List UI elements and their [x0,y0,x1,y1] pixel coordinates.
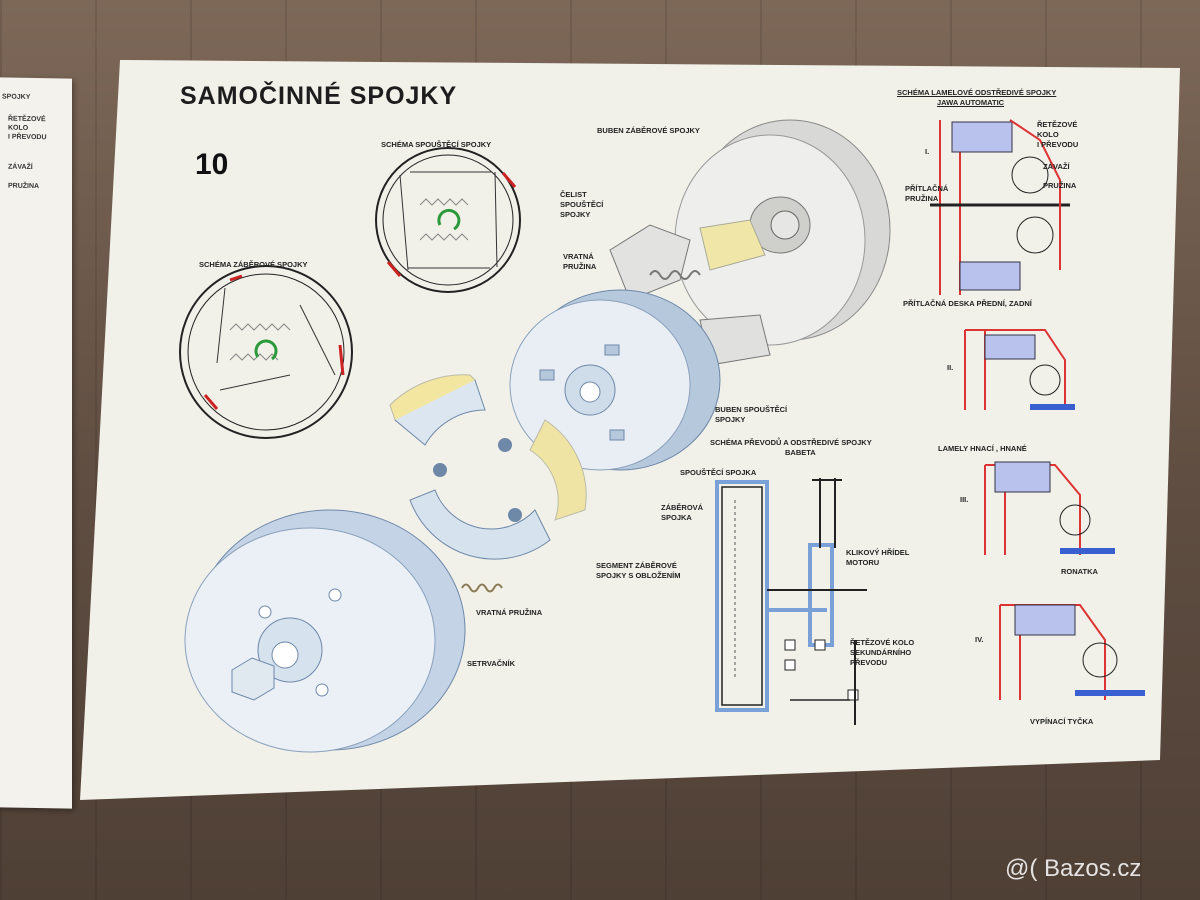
engagement-clutch-schematic [179,265,353,439]
flywheel [184,509,466,753]
label-vratna: PRUŽINA [563,262,597,271]
label-retezove: SEKUNDÁRNÍHO [850,648,912,657]
label-pritlacna: PŘÍTLAČNÁ [905,184,949,193]
label-celist: ČELIST [560,190,587,199]
label-lamelove-jawa: JAWA AUTOMATIC [937,98,1005,107]
label-schema-zaberove: SCHÉMA ZÁBĚROVÉ SPOJKY [199,260,308,269]
jawa-stage-2 [964,329,1075,410]
engagement-drum [674,119,891,346]
label-stage-1: I. [925,147,930,156]
jawa-stage-4 [999,604,1145,700]
label-celist: SPOJKY [560,210,591,219]
label-retezove-kolo: ŘETĚZOVÉ [1037,120,1078,129]
label-retezove-kolo: I PŘEVODU [1037,140,1079,149]
label-spousteci-spojka: SPOUŠTĚCÍ SPOJKA [680,468,757,477]
label-stage-2: II. [947,363,954,372]
label-stage-3: III. [960,495,969,504]
poster-title: SAMOČINNÉ SPOJKY [180,82,458,110]
label-segment: SEGMENT ZÁBĚROVÉ [596,561,677,570]
bazos-watermark: @( Bazos.cz [1005,855,1142,882]
babeta-transmission-schematic [715,478,867,725]
poster-number: 10 [195,148,229,181]
label-schema-spousteci: SCHÉMA SPOUŠTĚCÍ SPOJKY [381,140,492,149]
label-klikovy: KLIKOVÝ HŘÍDEL [846,548,910,557]
label-pruzina: PRUŽINA [1043,181,1077,190]
starter-clutch-schematic [375,147,521,293]
label-zaberova: ZÁBĚROVÁ [661,503,704,512]
label-lamely: LAMELY HNACÍ , HNANÉ [938,444,1027,453]
label-ronatka: RONATKA [1061,567,1098,576]
label-klikovy: MOTORU [846,558,880,567]
label-retezove-kolo: KOLO [1037,130,1059,139]
clutch-segments [389,374,587,560]
starter-shoes [609,219,771,366]
return-spring-lower [461,583,503,593]
label-retezove: ŘETĚZOVÉ KOLO [850,638,915,647]
label-vratna: VRATNÁ [563,252,594,261]
label-buben-zaberove: BUBEN ZÁBĚROVÉ SPOJKY [597,126,700,135]
return-spring-upper [649,270,701,280]
label-schema-prevodu: SCHÉMA PŘEVODŮ A ODSTŘEDIVÉ SPOJKY [710,438,872,447]
label-zavazi: ZÁVAŽÍ [1043,162,1070,171]
label-retezove: PŘEVODU [850,658,888,667]
label-schema-prevodu-babeta: BABETA [785,448,816,457]
jawa-stage-3 [984,461,1115,555]
label-vratna-pruzina: VRATNÁ PRUŽINA [476,608,543,617]
label-segment: SPOJKY S OBLOŽENÍM [596,571,681,580]
label-zaberova: SPOJKA [661,513,692,522]
label-vypinaci: VYPÍNACÍ TYČKA [1030,717,1094,726]
label-stage-4: IV. [975,635,984,644]
jawa-stage-1 [930,119,1070,295]
label-celist: SPOUŠTĚCÍ [560,200,604,209]
label-pritlacna-deska: PŘÍTLAČNÁ DESKA PŘEDNÍ, ZADNÍ [903,299,1032,308]
label-setrvacnik: SETRVAČNÍK [467,659,516,668]
label-buben-spousteci: BUBEN SPOUŠTĚCÍ [715,405,788,414]
label-lamelove: SCHÉMA LAMELOVÉ ODSTŘEDIVÉ SPOJKY [897,88,1057,97]
label-buben-spousteci: SPOJKY [715,415,746,424]
label-pritlacna: PRUŽINA [905,194,939,203]
